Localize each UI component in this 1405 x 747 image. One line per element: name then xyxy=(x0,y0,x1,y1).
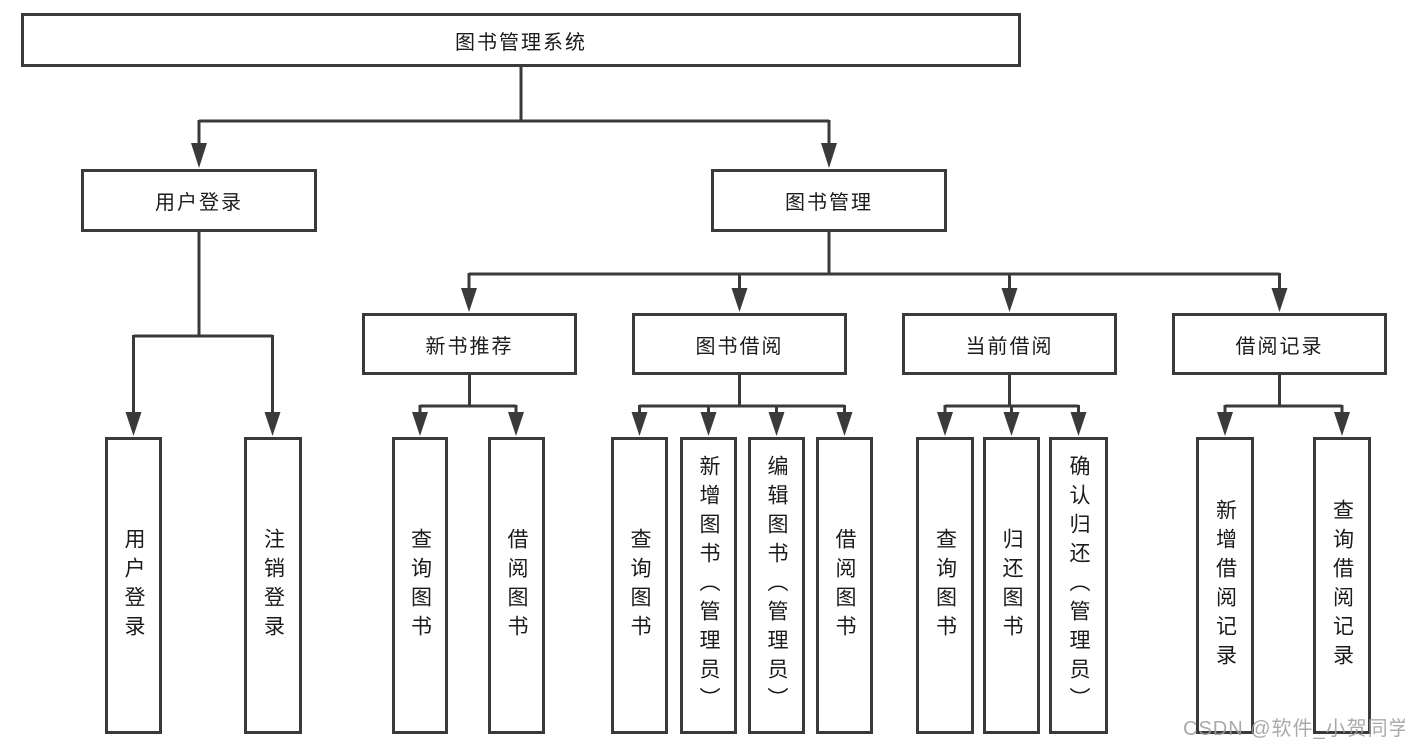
node-nbr-query-books-label: 查询图书 xyxy=(408,527,432,644)
node-book-management-label: 图书管理 xyxy=(785,192,873,214)
node-borrowing-records-label: 借阅记录 xyxy=(1235,335,1324,358)
node-logout-leaf-label: 注销登录 xyxy=(261,527,285,644)
node-nbr-borrow-books-label: 借阅图书 xyxy=(505,527,528,644)
node-nbr-query-books: 查询图书 xyxy=(392,437,448,734)
node-br-add-record-label: 新增借阅记录 xyxy=(1213,498,1237,673)
node-book-borrowing: 图书借阅 xyxy=(632,313,847,375)
node-book-borrowing-label: 图书借阅 xyxy=(695,335,784,358)
node-cb-return-books: 归还图书 xyxy=(983,437,1040,734)
node-br-query-record: 查询借阅记录 xyxy=(1313,437,1371,734)
node-borrowing-records: 借阅记录 xyxy=(1172,313,1387,375)
node-login-leaf: 用户登录 xyxy=(105,437,162,734)
node-br-query-record-label: 查询借阅记录 xyxy=(1330,498,1354,673)
node-bb-query-books-label: 查询图书 xyxy=(628,527,651,644)
node-bb-add-books-admin: 新增图书（管理员） xyxy=(680,437,737,734)
node-cb-confirm-return-admin-label: 确认归还（管理员） xyxy=(1067,455,1090,716)
node-bb-edit-books-admin-label: 编辑图书（管理员） xyxy=(765,455,788,716)
node-root: 图书管理系统 xyxy=(21,13,1021,67)
node-br-add-record: 新增借阅记录 xyxy=(1196,437,1254,734)
node-cb-confirm-return-admin: 确认归还（管理员） xyxy=(1049,437,1108,734)
node-root-label: 图书管理系统 xyxy=(455,31,587,54)
node-current-borrowing-label: 当前借阅 xyxy=(965,335,1054,358)
node-bb-borrow-books: 借阅图书 xyxy=(816,437,873,734)
node-bb-edit-books-admin: 编辑图书（管理员） xyxy=(748,437,805,734)
node-logout-leaf: 注销登录 xyxy=(244,437,302,734)
node-nbr-borrow-books: 借阅图书 xyxy=(488,437,545,734)
connector-paths xyxy=(132,67,1344,418)
node-cb-query-books-label: 查询图书 xyxy=(933,527,957,644)
node-bb-query-books: 查询图书 xyxy=(611,437,668,734)
node-login-leaf-label: 用户登录 xyxy=(122,527,145,644)
node-book-management: 图书管理 xyxy=(711,169,947,232)
node-bb-add-books-admin-label: 新增图书（管理员） xyxy=(697,455,720,716)
node-user-login: 用户登录 xyxy=(81,169,317,232)
node-current-borrowing: 当前借阅 xyxy=(902,313,1117,375)
node-new-book-recommend-label: 新书推荐 xyxy=(425,335,514,358)
node-cb-query-books: 查询图书 xyxy=(916,437,974,734)
node-bb-borrow-books-label: 借阅图书 xyxy=(833,527,856,644)
arrowhead-icons xyxy=(125,143,1350,436)
node-user-login-label: 用户登录 xyxy=(155,192,243,214)
watermark: CSDN @软件_小贺同学 xyxy=(1183,718,1405,740)
node-new-book-recommend: 新书推荐 xyxy=(362,313,577,375)
node-cb-return-books-label: 归还图书 xyxy=(1000,527,1023,644)
